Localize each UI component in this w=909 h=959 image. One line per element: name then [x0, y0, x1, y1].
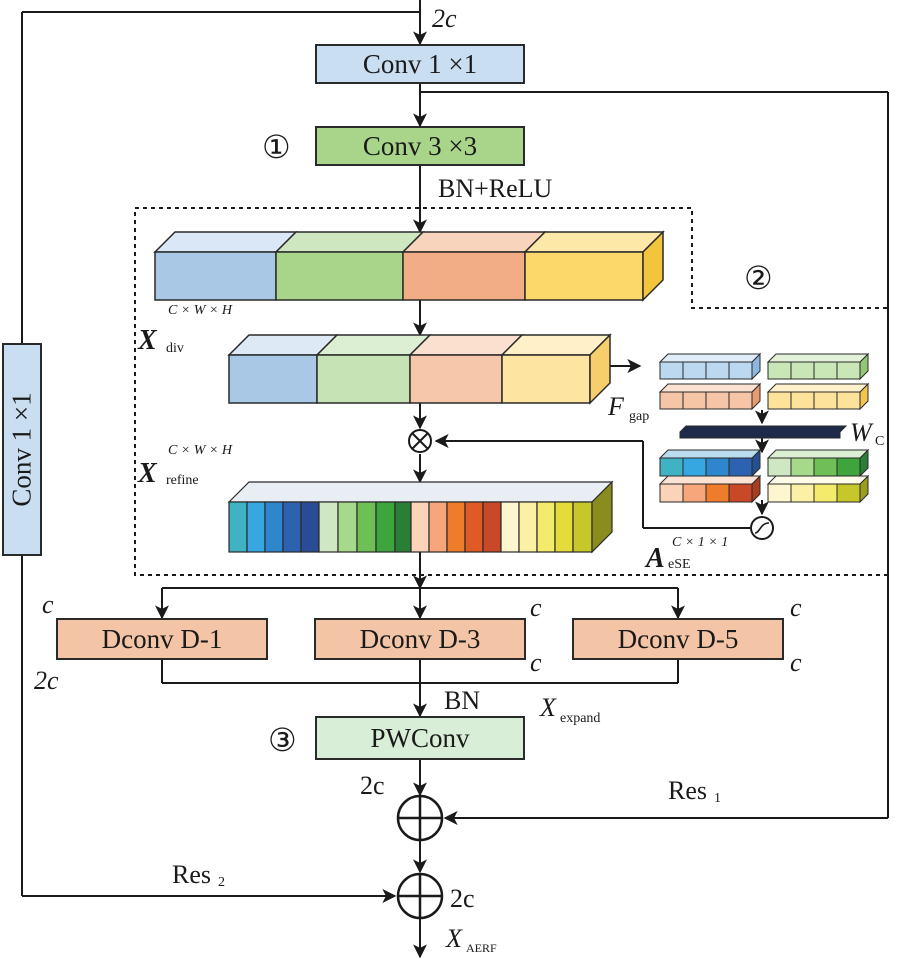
bn-relu-label: BN+ReLU — [438, 174, 553, 203]
a-ese-subscript: eSE — [668, 557, 691, 572]
f-gap-vectors — [658, 352, 870, 411]
x-aerf-symbol: X — [446, 924, 462, 953]
a-ese-symbol: A — [646, 543, 665, 574]
x-div-dims: C × W × H — [168, 303, 233, 318]
x-expand-symbol: X — [540, 693, 556, 722]
w-c-subscript: C — [875, 434, 885, 449]
x-refine-subscript: refine — [166, 473, 199, 488]
channel-label-2c-output: 2c — [450, 884, 475, 913]
channel-label-c-mid-top: c — [530, 593, 542, 622]
top-channels-label: 2c — [432, 4, 457, 33]
channel-label-2c-pwconv: 2c — [360, 771, 385, 800]
res1-label: Res — [668, 776, 707, 805]
x-refine-symbol: X — [138, 458, 157, 489]
res2-label: Res — [172, 860, 211, 889]
res2-subscript: 2 — [218, 875, 225, 890]
conv1x1-top-block: Conv 1 ×1 — [315, 44, 525, 84]
main-flow-lines — [21, 0, 889, 959]
channel-label-c-right-top: c — [790, 593, 802, 622]
channel-label-c-left: c — [42, 590, 54, 619]
stage-marker-1: ① — [262, 129, 291, 165]
w-c-weight-bar — [679, 425, 848, 439]
channel-label-c-right-bottom: c — [790, 648, 802, 677]
a-ese-vectors — [658, 448, 870, 504]
bn-label: BN — [444, 686, 481, 715]
a-ese-dims: C × 1 × 1 — [672, 535, 729, 550]
x-refine-block — [227, 480, 614, 554]
x-aerf-subscript: AERF — [466, 941, 497, 955]
dconv-d5-block: Dconv D-5 — [572, 618, 784, 660]
stage-marker-3: ③ — [268, 722, 297, 758]
channel-label-2c-left: 2c — [34, 666, 59, 695]
x-div-subscript: div — [166, 341, 184, 356]
conv3x3-block: Conv 3 ×3 — [315, 126, 525, 166]
oplus-icon-final — [396, 872, 444, 920]
x-div-grouped-block — [227, 333, 612, 405]
pwconv-block: PWConv — [315, 716, 525, 760]
stage-marker-2: ② — [744, 260, 773, 296]
otimes-icon — [408, 429, 432, 453]
f-gap-subscript: gap — [629, 409, 650, 424]
x-div-symbol: X — [138, 325, 157, 356]
sigmoid-icon — [750, 516, 774, 540]
channel-label-c-mid-bottom: c — [530, 648, 542, 677]
res1-subscript: 1 — [714, 791, 721, 806]
conv1x1-side-label: Conv 1 ×1 — [6, 392, 37, 507]
w-c-symbol: W — [850, 418, 872, 447]
conv1x1-side-block: Conv 1 ×1 — [2, 343, 42, 556]
attention-region-border — [134, 207, 889, 576]
x-div-feature-block — [153, 230, 665, 302]
dconv-d1-block: Dconv D-1 — [56, 618, 268, 660]
oplus-icon — [396, 794, 444, 842]
f-gap-symbol: F — [608, 392, 624, 421]
x-expand-subscript: expand — [560, 711, 601, 726]
dconv-d3-block: Dconv D-3 — [314, 618, 526, 660]
x-refine-dims: C × W × H — [168, 443, 233, 458]
